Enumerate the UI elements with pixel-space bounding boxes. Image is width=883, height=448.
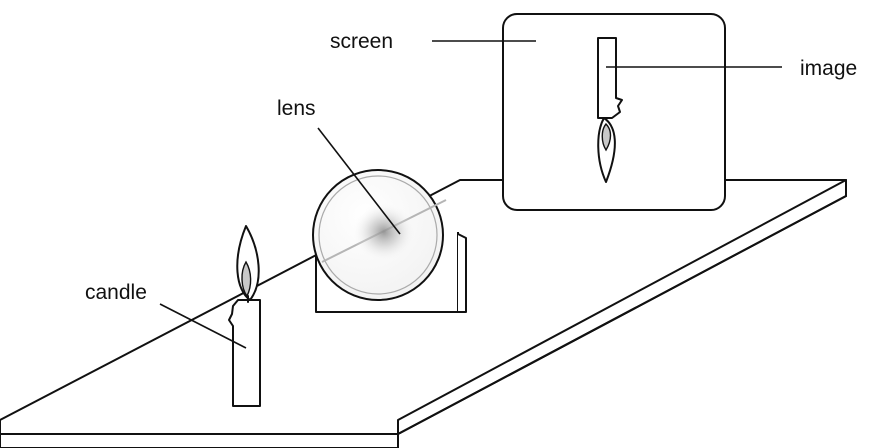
- candle-leader: [159, 303, 247, 349]
- screen-label: screen: [330, 30, 393, 53]
- lens-inner-rim: [318, 175, 438, 295]
- inverted-candle-image: [597, 37, 623, 183]
- lens-holder-side: [457, 233, 467, 313]
- lens-label: lens: [277, 97, 316, 120]
- image-candle-body: [597, 37, 623, 119]
- lens-leader: [317, 127, 401, 235]
- image-label: image: [800, 57, 857, 80]
- table-front-edge: [0, 433, 399, 448]
- candle: [228, 225, 261, 407]
- lens-focus-glow: [352, 202, 416, 262]
- image-flame-core: [601, 122, 612, 152]
- leader-lines: [159, 40, 782, 349]
- lens: [312, 169, 447, 301]
- candle-label: candle: [85, 281, 147, 304]
- candle-body: [228, 299, 261, 407]
